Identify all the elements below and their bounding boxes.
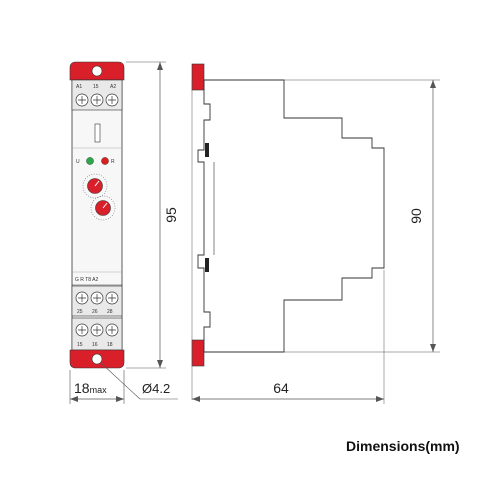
top-mount-hole bbox=[91, 65, 103, 77]
terminal-label-28: 28 bbox=[107, 309, 113, 315]
bottom-terminal-block: 15 16 18 bbox=[71, 317, 123, 351]
side-top-clip bbox=[191, 63, 205, 91]
led-label-r: R bbox=[111, 159, 115, 165]
dim-label-95: 95 bbox=[163, 207, 179, 223]
bottom-mount-hole bbox=[91, 353, 103, 365]
side-profile bbox=[197, 79, 385, 353]
dim-label-64: 64 bbox=[273, 380, 289, 396]
indicator-leds: U R bbox=[76, 157, 115, 165]
adjustment-knobs bbox=[82, 173, 116, 221]
dimension-height-side: 90 bbox=[284, 79, 440, 353]
terminal-label-18: 18 bbox=[107, 342, 113, 348]
dim-label-hole: Ø4.2 bbox=[142, 381, 170, 396]
led-green-icon bbox=[86, 157, 94, 165]
side-bottom-clip bbox=[191, 339, 205, 367]
terminal-label-15b: 15 bbox=[77, 342, 83, 348]
dim-label-18: 18max bbox=[74, 380, 107, 396]
led-label-u: U bbox=[76, 159, 80, 165]
dimension-hole-diameter: Ø4.2 bbox=[100, 362, 178, 400]
model-label: G R T8 A2 bbox=[75, 277, 98, 283]
side-view bbox=[191, 63, 385, 400]
terminal-label-26: 26 bbox=[92, 309, 98, 315]
front-view: A1 15 A2 U R G bbox=[69, 61, 125, 369]
terminal-label-16: 16 bbox=[92, 342, 98, 348]
label-slot bbox=[94, 123, 101, 143]
terminal-label-a1: A1 bbox=[76, 84, 82, 90]
dimension-height-front: 95 bbox=[126, 61, 179, 369]
caption: Dimensions(mm) bbox=[346, 438, 460, 454]
dimension-depth-side: 64 bbox=[192, 270, 385, 404]
terminal-label-a2: A2 bbox=[110, 84, 116, 90]
terminal-label-15: 15 bbox=[93, 84, 99, 90]
terminal-label-25: 25 bbox=[77, 309, 83, 315]
top-terminal-block: A1 15 A2 bbox=[71, 79, 123, 111]
dim-label-90: 90 bbox=[408, 208, 424, 224]
dimension-width-front: 18max bbox=[69, 370, 125, 404]
middle-terminal-block: 25 26 28 bbox=[71, 285, 123, 317]
led-red-icon bbox=[101, 157, 109, 165]
